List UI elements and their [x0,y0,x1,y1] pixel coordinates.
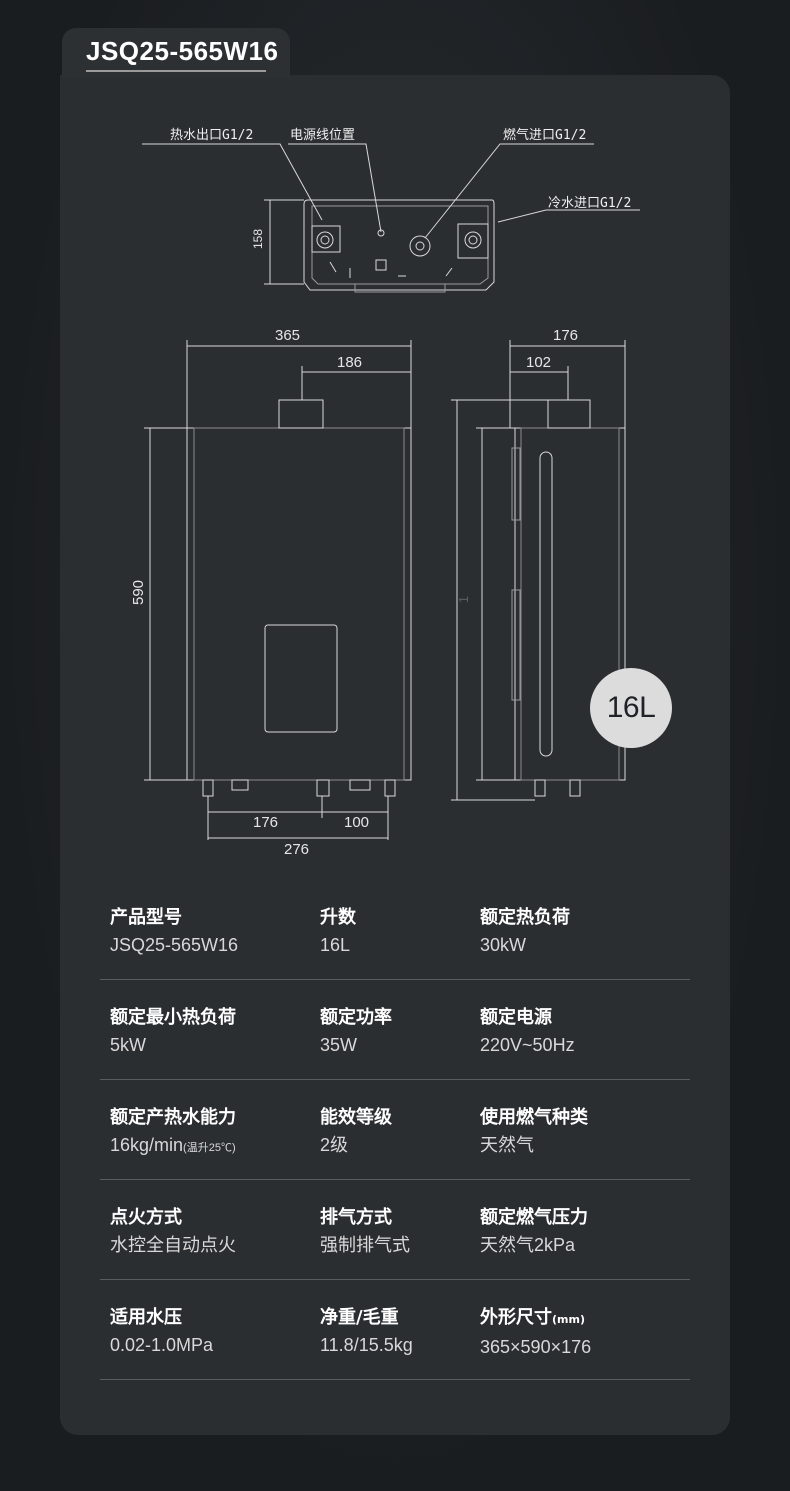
spec-label: 排气方式 [320,1207,392,1228]
capacity-badge: 16L [590,668,672,748]
spec-row: 产品型号 JSQ25-565W16 升数 16L 额定热负荷 30kW [100,879,690,980]
spec-label: 额定燃气压力 [480,1207,588,1228]
technical-drawing [142,143,640,840]
spec-label: 外形尺寸(mm) [480,1305,591,1333]
flue-offset-dimension: 186 [337,354,363,371]
side-height-dimension: 1 [456,595,472,604]
height-dimension: 590 [130,579,148,606]
pipe-spacing-b-dimension: 100 [344,814,370,831]
spec-label: 额定最小热负荷 [110,1007,236,1028]
spec-value-main: 16kg/min [110,1135,184,1155]
spec-label: 产品型号 [110,907,182,928]
spec-label: 额定产热水能力 [110,1107,236,1128]
spec-value: 5kW [110,1035,146,1055]
spec-item: 净重/毛重 11.8/15.5kg [320,1305,413,1359]
spec-item: 适用水压 0.02-1.0MPa [110,1305,213,1359]
spec-item: 产品型号 JSQ25-565W16 [110,905,238,959]
power-cord-label: 电源线位置 [290,128,356,143]
cold-water-inlet-label: 冷水进口G1/2 [548,196,632,211]
front-view [144,340,412,840]
width-dimension: 365 [275,327,301,344]
spec-item: 额定最小热负荷 5kW [110,1005,236,1059]
spec-value: 220V~50Hz [480,1035,575,1055]
spec-item: 使用燃气种类 天然气 [480,1105,588,1159]
spec-row: 额定最小热负荷 5kW 额定功率 35W 额定电源 220V~50Hz [100,979,690,1080]
spec-item: 额定电源 220V~50Hz [480,1005,575,1059]
gas-inlet-label: 燃气进口G1/2 [503,128,587,143]
spec-item: 点火方式 水控全自动点火 [110,1205,236,1259]
spec-label: 升数 [320,907,356,928]
spec-label: 额定电源 [480,1007,552,1028]
spec-row: 适用水压 0.02-1.0MPa 净重/毛重 11.8/15.5kg 外形尺寸(… [100,1279,690,1380]
side-view [451,340,626,801]
spec-value: 0.02-1.0MPa [110,1335,214,1355]
spec-value: 16kg/min(温升25℃) [110,1131,236,1162]
spec-value: 16L [320,935,351,955]
spec-value: 35W [320,1035,358,1055]
pipe-spacing-a-dimension: 176 [253,814,279,831]
spec-label: 能效等级 [320,1107,392,1128]
pipe-total-dimension: 276 [284,841,310,858]
spec-label-note: (mm) [552,1313,585,1326]
spec-item: 额定热负荷 30kW [480,905,570,959]
model-underline [86,70,266,72]
spec-item: 额定产热水能力 16kg/min(温升25℃) [110,1105,236,1162]
spec-label: 额定功率 [320,1007,392,1028]
spec-card [60,75,730,1435]
spec-value: 天然气 [480,1135,534,1155]
spec-value-note: (温升25℃) [183,1142,236,1154]
spec-value: 水控全自动点火 [110,1235,236,1255]
spec-value: JSQ25-565W16 [110,935,239,955]
spec-value: 30kW [480,935,527,955]
spec-item: 排气方式 强制排气式 [320,1205,410,1259]
spec-item: 额定功率 35W [320,1005,392,1059]
spec-label: 净重/毛重 [320,1307,399,1328]
spec-label: 点火方式 [110,1207,182,1228]
side-depth-dimension: 176 [553,327,579,344]
spec-value: 365×590×176 [480,1337,592,1357]
spec-value: 2级 [320,1135,349,1155]
spec-label: 额定热负荷 [480,907,570,928]
spec-label: 适用水压 [110,1307,182,1328]
spec-item: 外形尺寸(mm) 365×590×176 [480,1305,591,1361]
spec-label-main: 外形尺寸 [480,1307,552,1328]
spec-value: 天然气2kPa [480,1235,576,1255]
spec-item: 额定燃气压力 天然气2kPa [480,1205,588,1259]
spec-value: 强制排气式 [320,1235,410,1255]
spec-item: 升数 16L [320,905,356,959]
spec-label: 使用燃气种类 [480,1107,588,1128]
model-tab [62,28,290,78]
hot-water-outlet-label: 热水出口G1/2 [170,128,254,143]
bottom-view [142,143,640,293]
model-title: JSQ25-565W16 [86,36,279,66]
bottom-depth-dimension: 158 [251,228,266,250]
spec-row: 额定产热水能力 16kg/min(温升25℃) 能效等级 2级 使用燃气种类 天… [100,1079,690,1180]
side-flue-dimension: 102 [526,354,552,371]
spec-row: 点火方式 水控全自动点火 排气方式 强制排气式 额定燃气压力 天然气2kPa [100,1179,690,1280]
spec-item: 能效等级 2级 [320,1105,392,1159]
spec-value: 11.8/15.5kg [320,1335,413,1355]
